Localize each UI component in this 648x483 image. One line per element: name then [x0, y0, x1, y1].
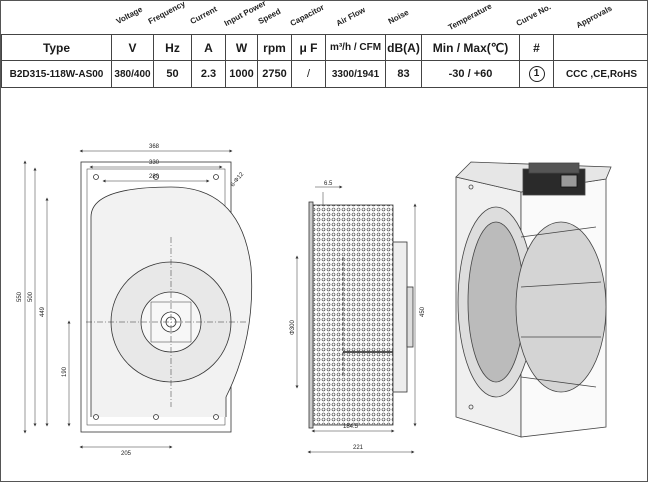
dim-side-height: 450	[420, 306, 426, 317]
unit-curve: #	[520, 35, 554, 61]
value-approvals: CCC ,CE,RoHS	[554, 61, 648, 88]
unit-air-flow: m³/h / CFM	[326, 35, 386, 61]
unit-power: W	[226, 35, 258, 61]
unit-approvals	[554, 35, 648, 61]
header-air-flow: Air Flow	[335, 5, 367, 28]
dim-side-depth-total: 221	[353, 445, 364, 451]
dim-front-width-outer: 368	[149, 144, 160, 150]
header-voltage: Voltage	[115, 5, 144, 26]
dim-side-depth-inner: 184.5	[343, 424, 359, 430]
value-voltage: 380/400	[112, 61, 154, 88]
technical-drawing: 368 330 280 6-Φ12 550 500 449 190 205	[1, 87, 648, 483]
unit-voltage: V	[112, 35, 154, 61]
unit-frequency: Hz	[154, 35, 192, 61]
value-noise: 83	[386, 61, 422, 88]
dim-height-inner: 449	[40, 306, 46, 317]
dim-front-width-inner: 280	[149, 174, 160, 180]
dim-side-top: 6.5	[324, 181, 333, 187]
value-frequency: 50	[154, 61, 192, 88]
values-row: B2D315-118W-AS00 380/400 50 2.3 1000 275…	[2, 61, 648, 88]
units-row: Type V Hz A W rpm μ F m³/h / CFM dB(A) M…	[2, 35, 648, 61]
header-capacitor: Capacitor	[289, 3, 326, 28]
rotated-header-labels: Voltage Frequency Current Input Power Sp…	[1, 1, 648, 35]
unit-capacitor: μ F	[292, 35, 326, 61]
header-frequency: Frequency	[147, 0, 187, 26]
dim-height-mid: 500	[28, 291, 34, 302]
value-temperature: -30 / +60	[422, 61, 520, 88]
value-air-flow: 3300/1941	[326, 61, 386, 88]
curve-number-badge: 1	[529, 66, 545, 82]
unit-speed: rpm	[258, 35, 292, 61]
value-power: 1000	[226, 61, 258, 88]
header-approvals: Approvals	[575, 4, 614, 30]
dim-height-outer: 550	[17, 291, 23, 302]
fan-isometric-picture	[456, 162, 611, 437]
value-type: B2D315-118W-AS00	[2, 61, 112, 88]
dim-bottom-width: 205	[121, 451, 132, 457]
front-view	[25, 151, 252, 447]
header-noise: Noise	[387, 8, 410, 26]
value-speed: 2750	[258, 61, 292, 88]
unit-type: Type	[2, 35, 112, 61]
header-current: Current	[189, 4, 219, 26]
unit-current: A	[192, 35, 226, 61]
header-curve-no: Curve No.	[515, 2, 553, 28]
header-temperature: Temperature	[447, 2, 493, 32]
value-curve: 1	[520, 61, 554, 88]
value-capacitor: /	[292, 61, 326, 88]
dim-side-diameter: Φ300	[290, 320, 296, 335]
value-current: 2.3	[192, 61, 226, 88]
dim-hole-spec: 6-Φ12	[230, 171, 246, 188]
spec-table: Type V Hz A W rpm μ F m³/h / CFM dB(A) M…	[1, 34, 648, 88]
unit-noise: dB(A)	[386, 35, 422, 61]
dim-height-low: 190	[62, 366, 68, 377]
side-view	[297, 187, 415, 452]
unit-temperature: Min / Max(℃)	[422, 35, 520, 61]
dim-front-width-mid: 330	[149, 160, 160, 166]
